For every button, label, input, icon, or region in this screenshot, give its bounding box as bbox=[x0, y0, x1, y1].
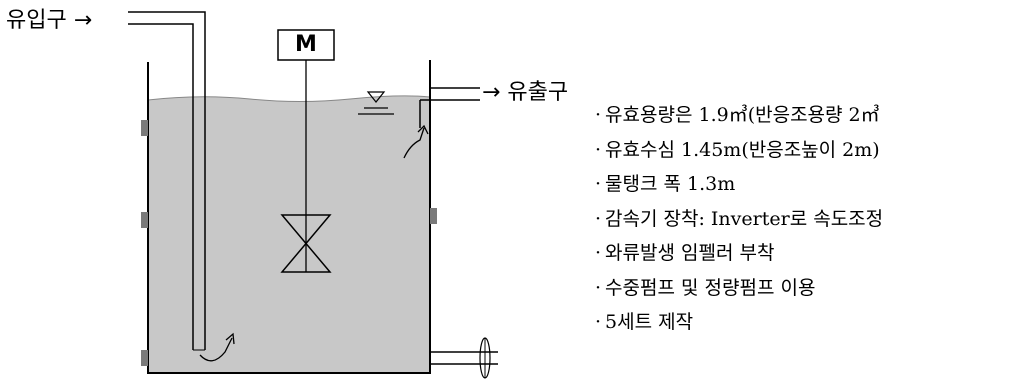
outlet-flow-arrow bbox=[403, 127, 425, 159]
spec-item: ·유효용량은 1.9㎥(반응조용량 2㎥ bbox=[595, 98, 883, 133]
motor-label: M bbox=[295, 32, 317, 57]
spec-item: ·와류발생 임펠러 부착 bbox=[595, 236, 883, 271]
outlet-label: → 유출구 bbox=[482, 80, 569, 105]
inlet-flow-arrow bbox=[199, 337, 233, 362]
bullet: · bbox=[595, 173, 602, 195]
spec-text: 유효수심 1.45m(반응조높이 2m) bbox=[605, 138, 880, 161]
inlet-label: 유입구 → bbox=[6, 8, 93, 33]
water-level-symbol bbox=[366, 91, 386, 103]
spec-text: 감속기 장착: Inverter로 속도조정 bbox=[605, 207, 884, 230]
bullet: · bbox=[595, 138, 602, 161]
bullet: · bbox=[595, 207, 602, 230]
water-fill bbox=[148, 95, 430, 372]
left-bracket-mid bbox=[141, 212, 148, 228]
spec-item: ·감속기 장착: Inverter로 속도조정 bbox=[595, 202, 883, 237]
spec-text: 유효용량은 1.9㎥(반응조용량 2㎥ bbox=[605, 104, 880, 126]
spec-item: ·5세트 제작 bbox=[595, 305, 883, 340]
spec-list: ·유효용량은 1.9㎥(반응조용량 2㎥ ·유효수심 1.45m(반응조높이 2… bbox=[595, 98, 883, 340]
inlet-pipe-inner bbox=[128, 23, 194, 350]
left-bracket-top bbox=[141, 120, 148, 136]
spec-text: 와류발생 임펠러 부착 bbox=[605, 242, 775, 264]
spec-text: 물탱크 폭 1.3m bbox=[605, 173, 736, 195]
bullet: · bbox=[595, 276, 602, 299]
bullet: · bbox=[595, 311, 602, 333]
spec-item: ·물탱크 폭 1.3m bbox=[595, 167, 883, 202]
outlet-flow-arrowhead bbox=[417, 124, 429, 135]
motor-box bbox=[277, 29, 335, 61]
impeller bbox=[280, 214, 332, 273]
left-bracket-bottom bbox=[141, 350, 148, 366]
spec-text: 5세트 제작 bbox=[605, 311, 694, 333]
spec-text: 수중펌프 및 정량펌프 이용 bbox=[605, 276, 816, 299]
bullet: · bbox=[595, 242, 602, 264]
spec-item: ·유효수심 1.45m(반응조높이 2m) bbox=[595, 133, 883, 168]
spec-item: ·수중펌프 및 정량펌프 이용 bbox=[595, 271, 883, 306]
bullet: · bbox=[595, 104, 602, 126]
inlet-pipe-outer bbox=[128, 11, 206, 350]
water-surface bbox=[147, 95, 431, 102]
inlet-flow-arrowhead bbox=[225, 332, 235, 345]
right-bracket-mid bbox=[430, 208, 437, 224]
